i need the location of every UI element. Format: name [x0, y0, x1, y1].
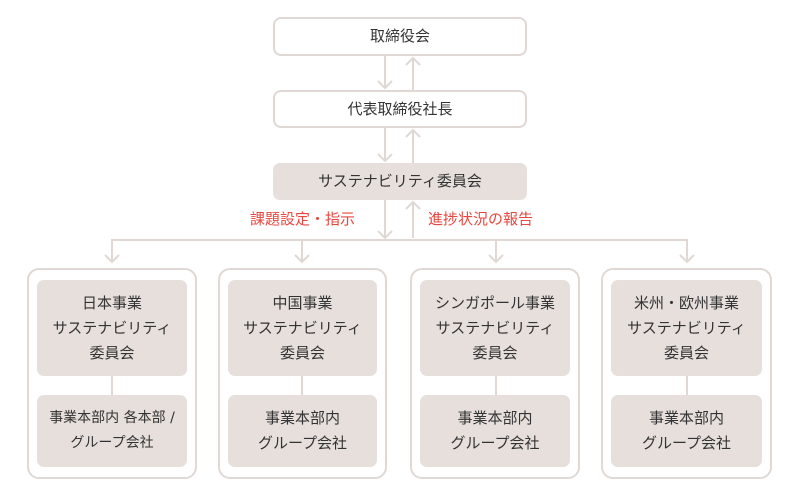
committee-line: サステナビリティ [52, 318, 172, 337]
sustainability-committee-box: サステナビリティ委員会 [273, 163, 527, 200]
unit-committee: 中国事業サステナビリティ委員会 [228, 280, 377, 376]
committee-line: 委員会 [663, 343, 709, 362]
members-line: グループ会社 [70, 435, 154, 451]
committee-line: 委員会 [89, 343, 135, 362]
instruction-label: 課題設定・指示 [250, 210, 356, 228]
committee-line: 委員会 [472, 343, 518, 362]
unit-card-japan [27, 268, 197, 479]
committee-label: サステナビリティ委員会 [318, 172, 482, 190]
members-line: 事業本部内 [648, 409, 724, 427]
committee-line: サステナビリティ [243, 318, 362, 337]
unit-members: 事業本部内グループ会社 [228, 395, 377, 467]
committee-line: 米州・欧州事業 [633, 293, 739, 312]
unit-members: 事業本部内グループ会社 [611, 395, 762, 467]
committee-line: サステナビリティ [627, 318, 746, 337]
ceo-label: 代表取締役社長 [347, 99, 453, 118]
committee-line: 委員会 [279, 343, 325, 362]
report-label: 進捗状況の報告 [428, 210, 534, 228]
committee-line: サステナビリティ [435, 318, 555, 337]
unit-committee: シンガポール事業サステナビリティ委員会 [420, 280, 570, 376]
unit-members: 事業本部内グループ会社 [420, 395, 570, 467]
ceo-box: 代表取締役社長 [273, 90, 527, 128]
unit-committee: 米州・欧州事業サステナビリティ委員会 [611, 280, 762, 376]
members-line: グループ会社 [450, 434, 540, 452]
unit-members: 事業本部内 各本部 / グループ会社 [37, 395, 187, 467]
unit-card-singapore [410, 268, 580, 479]
committee-line: シンガポール事業 [434, 293, 555, 312]
unit-committee: 日本事業サステナビリティ委員会 [37, 280, 187, 376]
members-line: 事業本部内 [264, 409, 340, 427]
unit-card-americas-europe [601, 268, 772, 479]
committee-line: 日本事業 [81, 293, 142, 312]
members-line: 事業本部内 [457, 409, 533, 427]
unit-card-china [218, 268, 387, 479]
members-line: 事業本部内 各本部 / [49, 410, 175, 426]
members-line: グループ会社 [257, 434, 348, 452]
committee-line: 中国事業 [272, 293, 333, 312]
board-box: 取締役会 [273, 17, 527, 56]
members-line: グループ会社 [641, 434, 732, 452]
board-label: 取締役会 [369, 27, 430, 45]
